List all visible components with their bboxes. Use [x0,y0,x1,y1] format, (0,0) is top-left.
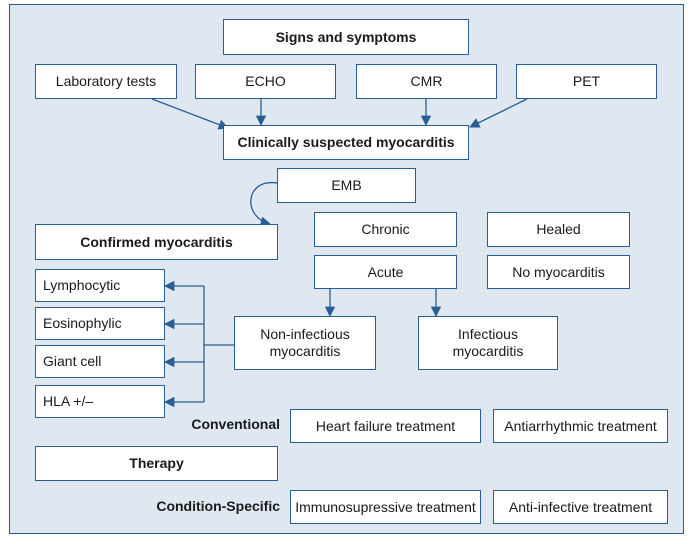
hla-box: HLA +/– [35,385,165,418]
emb-box: EMB [277,168,416,203]
infectious-line2: myocarditis [452,343,524,359]
acute-box: Acute [314,255,457,289]
giant-cell-box: Giant cell [35,345,165,378]
clinically-suspected-box: Clinically suspected myocarditis [223,125,469,160]
non-infectious-line1: Non-infectious [260,326,350,342]
pet-box: PET [516,64,657,99]
arrow-lab-to-suspected [151,98,229,130]
immunosupressive-treatment-box: Immunosupressive treatment [290,490,481,524]
echo-box: ECHO [195,64,336,99]
infectious-line1: Infectious [458,326,518,342]
arrow-pet-to-suspected [469,98,528,128]
laboratory-tests-box: Laboratory tests [35,64,177,99]
conventional-label: Conventional [191,416,280,432]
healed-box: Healed [487,212,630,247]
no-myocarditis-box: No myocarditis [487,255,630,289]
antiarrhythmic-treatment-box: Antiarrhythmic treatment [493,409,668,443]
infectious-myocarditis-box: Infectious myocarditis [418,316,558,370]
non-infectious-myocarditis-box: Non-infectious myocarditis [234,316,376,370]
eosinophylic-box: Eosinophylic [35,307,165,340]
condition-specific-label: Condition-Specific [156,498,280,514]
cmr-box: CMR [356,64,497,99]
chronic-box: Chronic [314,212,457,247]
lymphocytic-box: Lymphocytic [35,269,165,302]
heart-failure-treatment-box: Heart failure treatment [290,409,481,443]
anti-infective-treatment-box: Anti-infective treatment [493,490,668,524]
therapy-box: Therapy [35,446,278,481]
confirmed-myocarditis-box: Confirmed myocarditis [35,224,278,260]
signs-and-symptoms-box: Signs and symptoms [223,19,469,55]
non-infectious-line2: myocarditis [269,343,341,359]
arrow-emb-to-confirmed [250,182,278,227]
